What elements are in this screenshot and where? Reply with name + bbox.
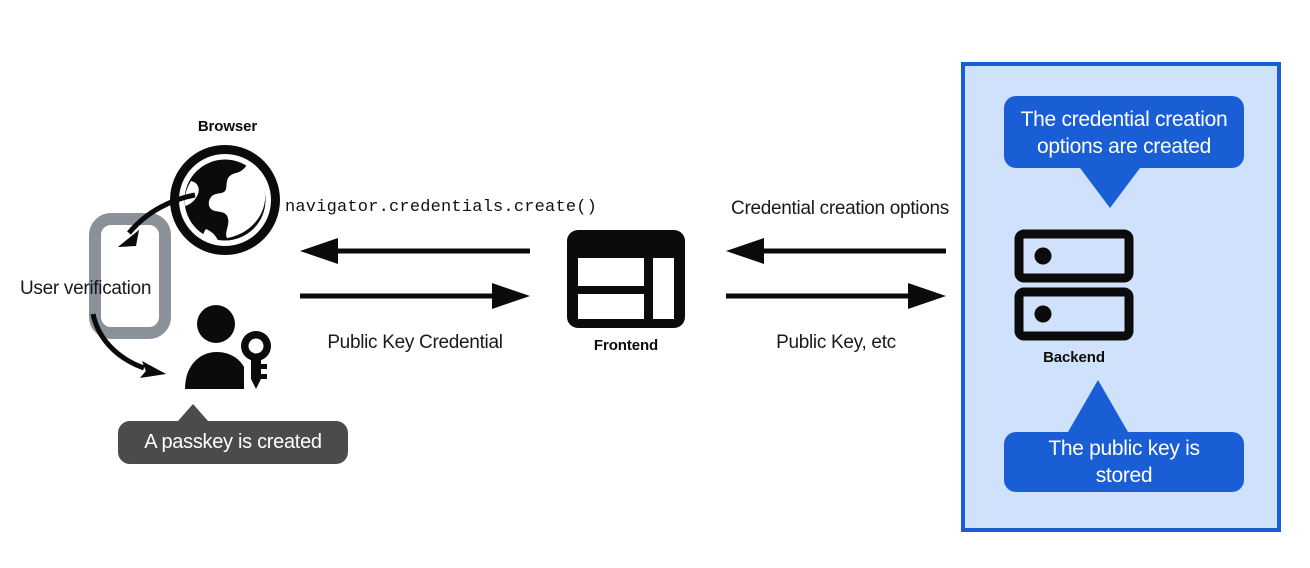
arrow-frontend-to-browser-icon: [300, 238, 530, 264]
credential-options-callout-line1: The credential creation: [1020, 107, 1228, 131]
arrow-browser-to-frontend-icon: [300, 283, 530, 309]
flow-label-public-key-credential: Public Key Credential: [327, 332, 503, 353]
flow-label-navigator-create: navigator.credentials.create(): [285, 198, 598, 217]
browser-label: Browser: [197, 118, 258, 135]
passkey-created-tooltip: A passkey is created: [118, 400, 348, 464]
flow-label-public-key-etc: Public Key, etc: [776, 332, 896, 353]
public-key-stored-callout-line1: The public key is: [1048, 436, 1200, 460]
public-key-stored-callout-line2: stored: [1095, 464, 1153, 487]
server-stack-icon: [1014, 229, 1134, 341]
backend-label: Backend: [1043, 349, 1105, 366]
frontend-label: Frontend: [593, 337, 659, 354]
mobile-phone-icon: [89, 213, 171, 339]
flow-label-credential-creation-options: Credential creation options: [731, 198, 949, 219]
arrow-phone-to-user-icon: [78, 312, 198, 392]
credential-options-callout: The credential creation options are crea…: [1004, 96, 1244, 210]
backend-panel: The credential creation options are crea…: [961, 62, 1281, 532]
user-verification-label: User verification: [20, 278, 152, 299]
credential-options-callout-line2: options are created: [1036, 135, 1212, 158]
public-key-stored-callout: The public key is stored: [1004, 376, 1244, 492]
user-with-key-icon: [185, 305, 281, 393]
arrow-frontend-to-backend-icon: [726, 283, 946, 309]
arrow-backend-to-frontend-icon: [726, 238, 946, 264]
window-layout-icon: [567, 230, 685, 328]
passkey-created-text: A passkey is created: [144, 430, 322, 453]
arrow-globe-to-phone-icon: [95, 185, 205, 265]
globe-icon: [170, 145, 280, 255]
